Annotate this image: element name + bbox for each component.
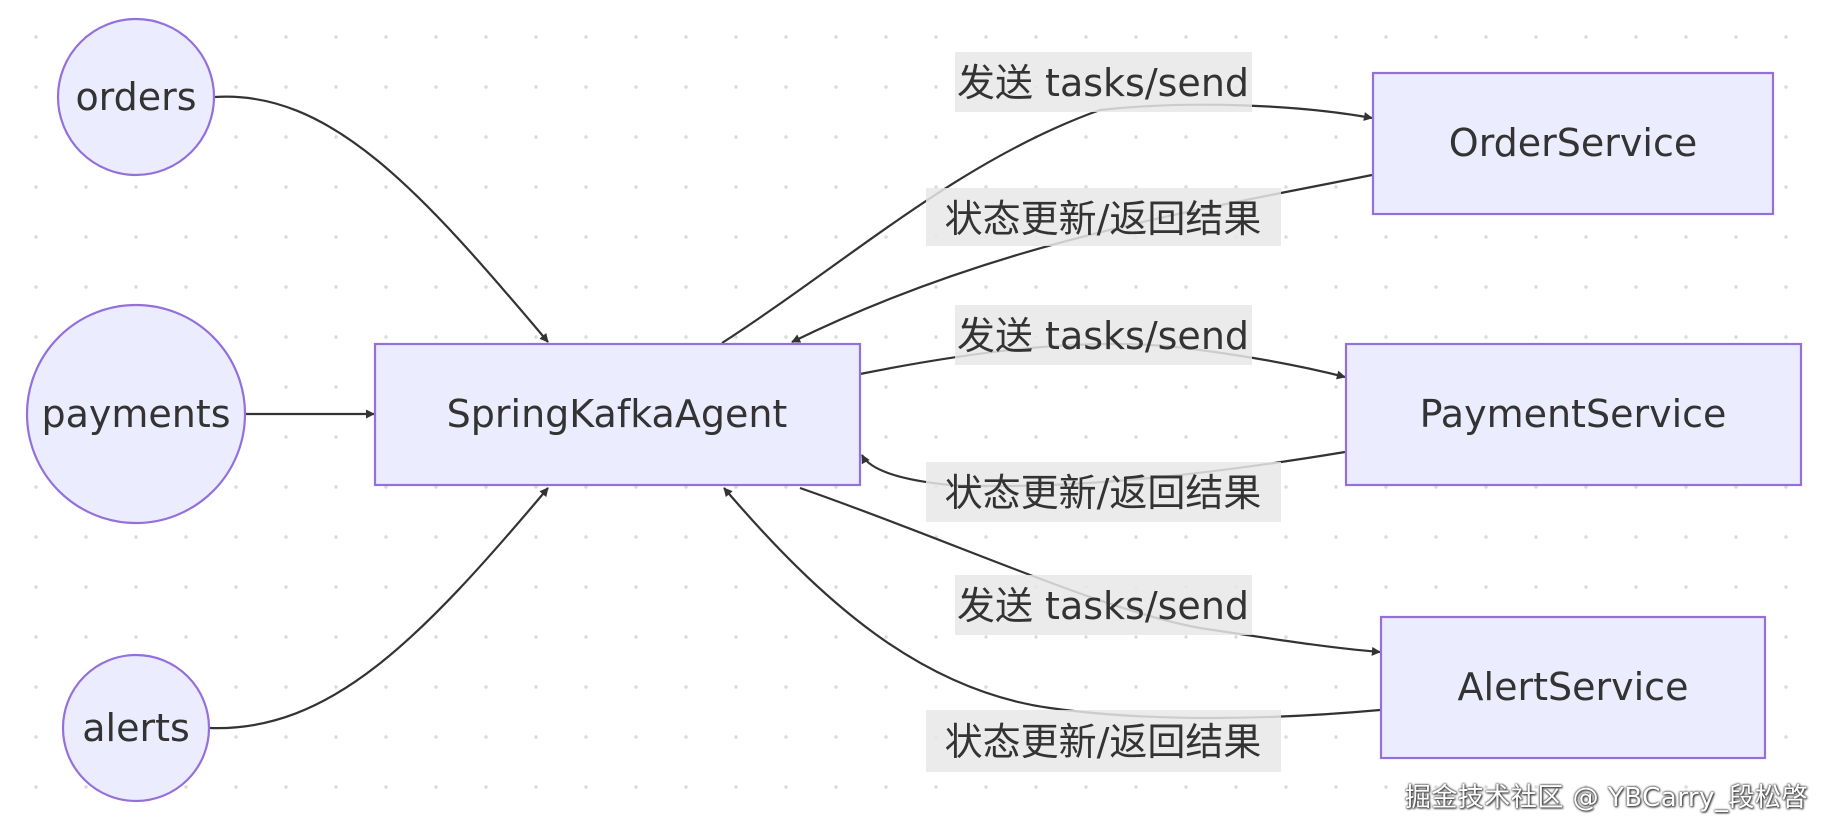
node-payment-service[interactable]: PaymentService (1344, 342, 1803, 487)
svg-text:alerts: alerts (82, 706, 190, 750)
node-payments[interactable]: payments (25, 303, 247, 525)
node-order-service[interactable]: OrderService (1371, 71, 1775, 216)
svg-text:状态更新/返回结果: 状态更新/返回结果 (945, 720, 1262, 764)
edge-label-send-alert: 发送 tasks/send (955, 575, 1252, 635)
svg-text:发送 tasks/send: 发送 tasks/send (957, 584, 1249, 628)
edge-label-send-payment: 发送 tasks/send (955, 305, 1252, 365)
svg-text:发送 tasks/send: 发送 tasks/send (957, 314, 1249, 358)
svg-text:orders: orders (75, 75, 196, 119)
node-orders[interactable]: orders (56, 17, 216, 177)
node-alert-service[interactable]: AlertService (1379, 615, 1767, 760)
node-alerts[interactable]: alerts (61, 653, 211, 803)
svg-text:PaymentService: PaymentService (1420, 392, 1727, 436)
edge-orders-to-agent (214, 95, 549, 343)
edge-label-reply-payment: 状态更新/返回结果 (926, 462, 1281, 522)
edge-alerts-to-agent (209, 487, 549, 730)
node-spring-kafka-agent[interactable]: SpringKafkaAgent (373, 342, 862, 487)
svg-text:AlertService: AlertService (1458, 665, 1689, 709)
edge-label-reply-order: 状态更新/返回结果 (926, 188, 1281, 246)
svg-text:payments: payments (41, 392, 230, 436)
svg-text:OrderService: OrderService (1449, 121, 1697, 165)
edge-label-send-order: 发送 tasks/send (955, 52, 1252, 112)
svg-text:SpringKafkaAgent: SpringKafkaAgent (447, 392, 788, 436)
watermark: 掘金技术社区 @ YBCarry_段松啓 (1404, 783, 1808, 813)
svg-text:状态更新/返回结果: 状态更新/返回结果 (945, 197, 1262, 241)
svg-text:状态更新/返回结果: 状态更新/返回结果 (945, 471, 1262, 515)
edge-agent-to-orderservice (721, 103, 1373, 344)
edge-label-reply-alert: 状态更新/返回结果 (926, 710, 1281, 772)
svg-text:发送 tasks/send: 发送 tasks/send (957, 61, 1249, 105)
